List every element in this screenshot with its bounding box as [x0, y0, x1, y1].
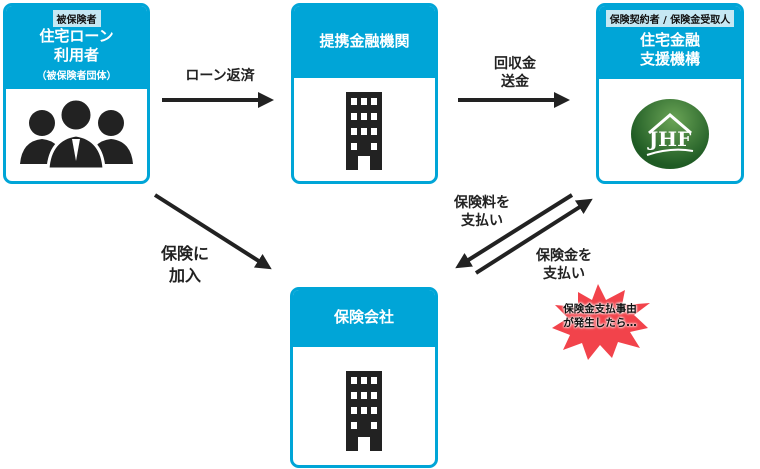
borrower-title-1: 住宅ローン — [39, 27, 114, 45]
borrower-box: 被保険者 住宅ローン 利用者 （被保険者団体） — [3, 3, 150, 184]
burst-label-2: が発生したら… — [563, 317, 637, 329]
building-icon — [346, 371, 382, 451]
join-arrow — [153, 193, 272, 270]
jhf-box: 保険契約者 / 保険金受取人 住宅金融 支援機構 JHF — [596, 3, 744, 184]
people-icon — [20, 97, 133, 171]
contractor-tag: 保険契約者 / 保険金受取人 — [605, 10, 735, 27]
borrower-title-2: 利用者 — [53, 46, 99, 64]
jhf-logo: JHF — [631, 99, 709, 169]
join-label-1: 保険に — [160, 244, 209, 263]
join-label: 保険に加入 — [150, 243, 220, 287]
collect-label: 回収金送金 — [470, 55, 560, 91]
insured-tag: 被保険者 — [52, 10, 101, 27]
jhf-logo-text: JHF — [648, 127, 692, 151]
benefit-arrow — [474, 198, 593, 275]
premium-label-1: 保険料を — [454, 195, 510, 211]
bank-title: 提携金融機関 — [319, 32, 410, 50]
benefit-label-2: 支払い — [543, 266, 585, 282]
collect-label-2: 送金 — [501, 74, 529, 90]
join-label-2: 加入 — [168, 266, 201, 285]
insurer-box: 保険会社 — [290, 287, 438, 468]
borrower-sub: （被保険者団体） — [36, 71, 117, 82]
jhf-title-2: 支援機構 — [639, 50, 700, 68]
jhf-title-1: 住宅金融 — [639, 31, 700, 49]
bank-box: 提携金融機関 — [291, 3, 438, 184]
premium-arrow — [455, 193, 574, 269]
premium-label-2: 支払い — [461, 213, 503, 229]
burst-label-1: 保険金支払事由 — [563, 303, 637, 315]
building-icon — [346, 92, 382, 170]
premium-label: 保険料を支払い — [446, 194, 518, 230]
benefit-label-1: 保険金を — [536, 248, 592, 264]
starburst-shape — [552, 284, 650, 360]
burst-label: 保険金支払事由が発生したら… — [556, 302, 644, 330]
collect-label-1: 回収金 — [494, 56, 536, 72]
loan-repay-label: ローン返済 — [185, 68, 255, 84]
benefit-label: 保険金を支払い — [528, 247, 600, 283]
insurer-title: 保険会社 — [333, 308, 394, 326]
